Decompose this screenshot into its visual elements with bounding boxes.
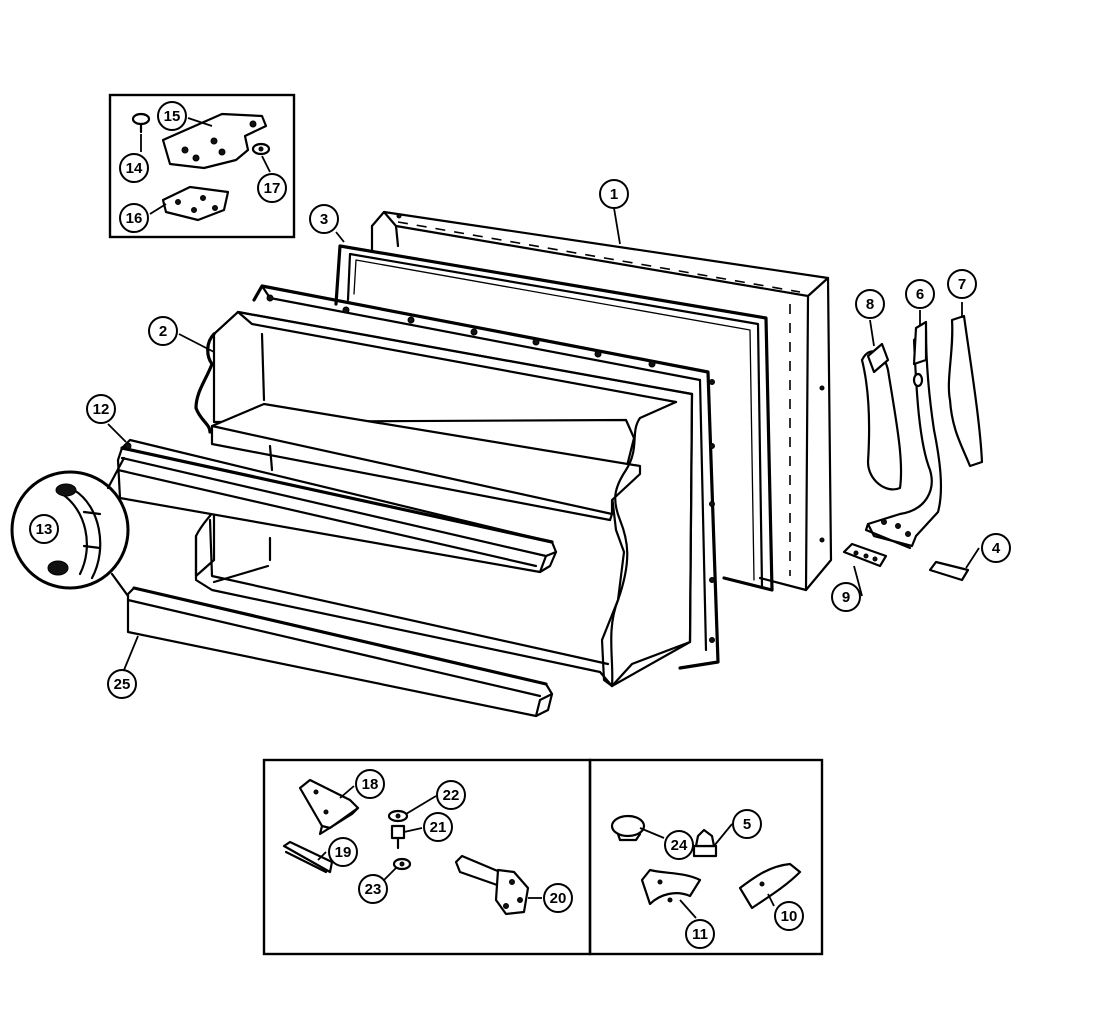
- part-12-shelf-bar: [116, 438, 558, 574]
- svg-text:11: 11: [692, 926, 708, 943]
- part-21-pin: [390, 824, 406, 850]
- callout-16: 16: [119, 203, 149, 233]
- svg-text:4: 4: [992, 540, 1001, 557]
- svg-text:15: 15: [164, 108, 181, 125]
- callout-20: 20: [543, 883, 573, 913]
- callout-14: 14: [119, 153, 149, 183]
- callout-1: 1: [599, 179, 629, 209]
- callout-17: 17: [257, 173, 287, 203]
- callout-11: 11: [685, 919, 715, 949]
- part-25-shelf-bar: [126, 586, 554, 718]
- svg-text:1: 1: [610, 186, 618, 203]
- callout-15: 15: [157, 101, 187, 131]
- part-24-cap: [610, 814, 646, 842]
- callout-4: 4: [981, 533, 1011, 563]
- part-15-hinge: [161, 112, 268, 170]
- part-13-retainer-detail: [10, 456, 130, 598]
- svg-text:17: 17: [264, 180, 281, 197]
- svg-text:7: 7: [958, 276, 966, 293]
- callout-2: 2: [148, 316, 178, 346]
- callout-3: 3: [309, 204, 339, 234]
- callout-8: 8: [855, 289, 885, 319]
- callout-21: 21: [423, 812, 453, 842]
- callout-18: 18: [355, 769, 385, 799]
- part-18-bracket: [298, 778, 360, 836]
- svg-text:24: 24: [671, 837, 688, 854]
- svg-text:13: 13: [36, 521, 53, 538]
- svg-text:3: 3: [320, 211, 328, 228]
- callout-6: 6: [905, 279, 935, 309]
- part-2-inner-liner: [194, 284, 720, 688]
- part-3-gasket: [334, 244, 774, 592]
- part-4-cap: [928, 560, 970, 582]
- svg-text:18: 18: [362, 776, 379, 793]
- callout-9: 9: [831, 582, 861, 612]
- svg-text:21: 21: [430, 819, 447, 836]
- callout-25: 25: [107, 669, 137, 699]
- svg-text:8: 8: [866, 296, 874, 313]
- hinge-parts-inset: [108, 93, 296, 239]
- svg-text:5: 5: [743, 816, 751, 833]
- bottom-right-inset: [588, 758, 824, 956]
- callout-22: 22: [436, 780, 466, 810]
- part-19-clip: [282, 840, 334, 874]
- part-11-clip: [640, 868, 702, 906]
- part-1-outer-panel: [370, 210, 833, 592]
- part-5-plug: [692, 828, 718, 858]
- svg-text:25: 25: [114, 676, 131, 693]
- part-16-shim: [161, 185, 230, 222]
- leader-lines: [107, 117, 980, 919]
- callout-19: 19: [328, 837, 358, 867]
- svg-text:23: 23: [365, 881, 382, 898]
- callout-13: 13: [29, 514, 59, 544]
- svg-text:10: 10: [781, 908, 798, 925]
- part-17-washer: [251, 142, 271, 156]
- part-14-screw: [131, 112, 151, 134]
- svg-text:22: 22: [443, 787, 460, 804]
- callout-12: 12: [86, 394, 116, 424]
- svg-text:6: 6: [916, 286, 924, 303]
- svg-text:12: 12: [93, 401, 110, 418]
- callout-5: 5: [732, 809, 762, 839]
- svg-text:19: 19: [335, 844, 352, 861]
- part-10-clip: [738, 862, 802, 910]
- svg-text:9: 9: [842, 589, 850, 606]
- svg-text:16: 16: [126, 210, 143, 227]
- part-6-handle-bracket: [864, 320, 943, 550]
- part-22-washer: [387, 809, 409, 823]
- callout-10: 10: [774, 901, 804, 931]
- callout-24: 24: [664, 830, 694, 860]
- svg-text:20: 20: [550, 890, 567, 907]
- part-8-handle-trim: [860, 342, 903, 491]
- svg-text:14: 14: [126, 160, 143, 177]
- callout-7: 7: [947, 269, 977, 299]
- part-9-shim: [842, 542, 888, 568]
- part-20-hinge: [454, 854, 530, 916]
- callout-23: 23: [358, 874, 388, 904]
- part-23-washer: [392, 857, 412, 871]
- bottom-left-inset: [262, 758, 592, 956]
- svg-text:2: 2: [159, 323, 167, 340]
- part-7-handle-insert: [947, 314, 984, 468]
